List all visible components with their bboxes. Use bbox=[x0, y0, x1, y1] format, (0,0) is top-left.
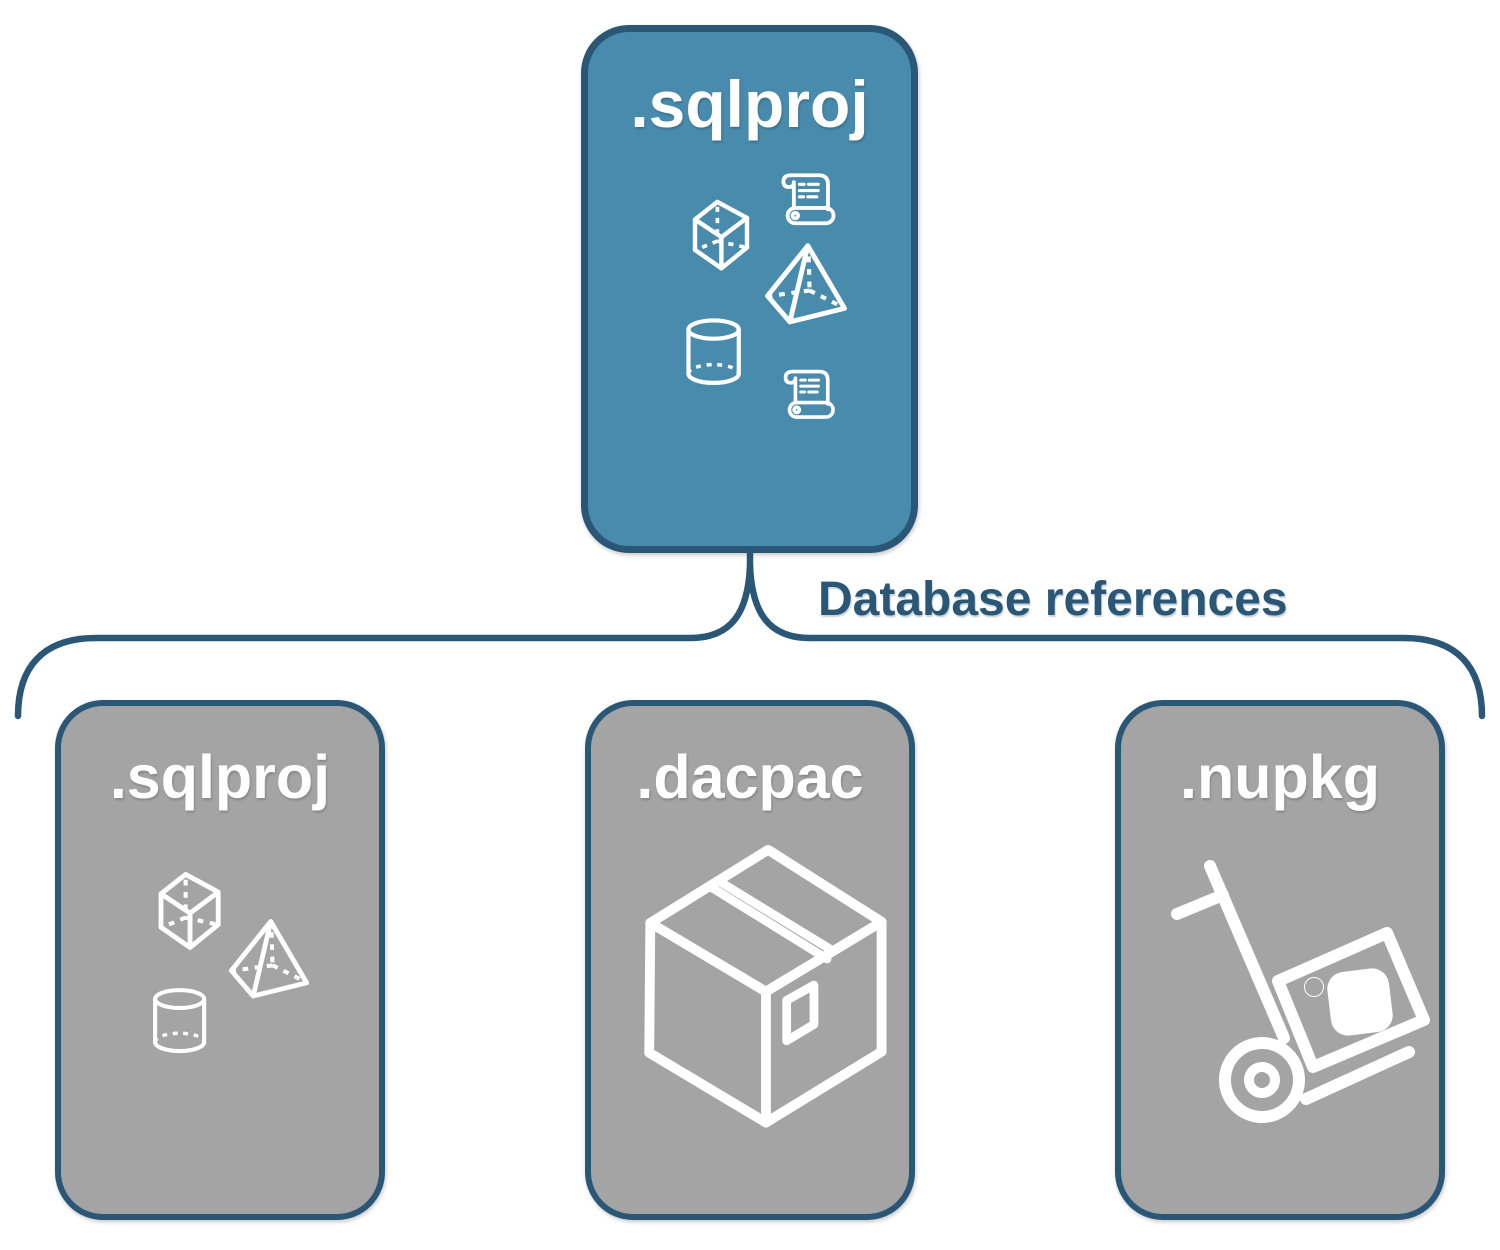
root-node-title: .sqlproj bbox=[630, 67, 869, 141]
child-node-title: .dacpac bbox=[636, 743, 864, 811]
pyramid-icon bbox=[228, 919, 310, 999]
package-box-icon bbox=[644, 844, 887, 1128]
child-node-title: .sqlproj bbox=[109, 743, 331, 811]
cylinder-icon bbox=[686, 318, 741, 385]
cube-icon bbox=[692, 199, 750, 271]
scroll-icon bbox=[781, 173, 836, 226]
node-child-nupkg: .nupkg bbox=[1115, 700, 1445, 1220]
nuget-handtruck-icon bbox=[1171, 860, 1430, 1123]
node-root-sqlproj: .sqlproj bbox=[581, 25, 918, 553]
pyramid-icon bbox=[765, 243, 847, 325]
child-node-title: .nupkg bbox=[1180, 743, 1380, 811]
scroll-icon bbox=[783, 369, 835, 419]
cylinder-icon bbox=[153, 988, 207, 1054]
node-child-sqlproj: .sqlproj bbox=[55, 700, 385, 1220]
node-child-dacpac: .dacpac bbox=[585, 700, 915, 1220]
connector-label: Database references bbox=[818, 573, 1288, 626]
cube-icon bbox=[158, 872, 221, 950]
